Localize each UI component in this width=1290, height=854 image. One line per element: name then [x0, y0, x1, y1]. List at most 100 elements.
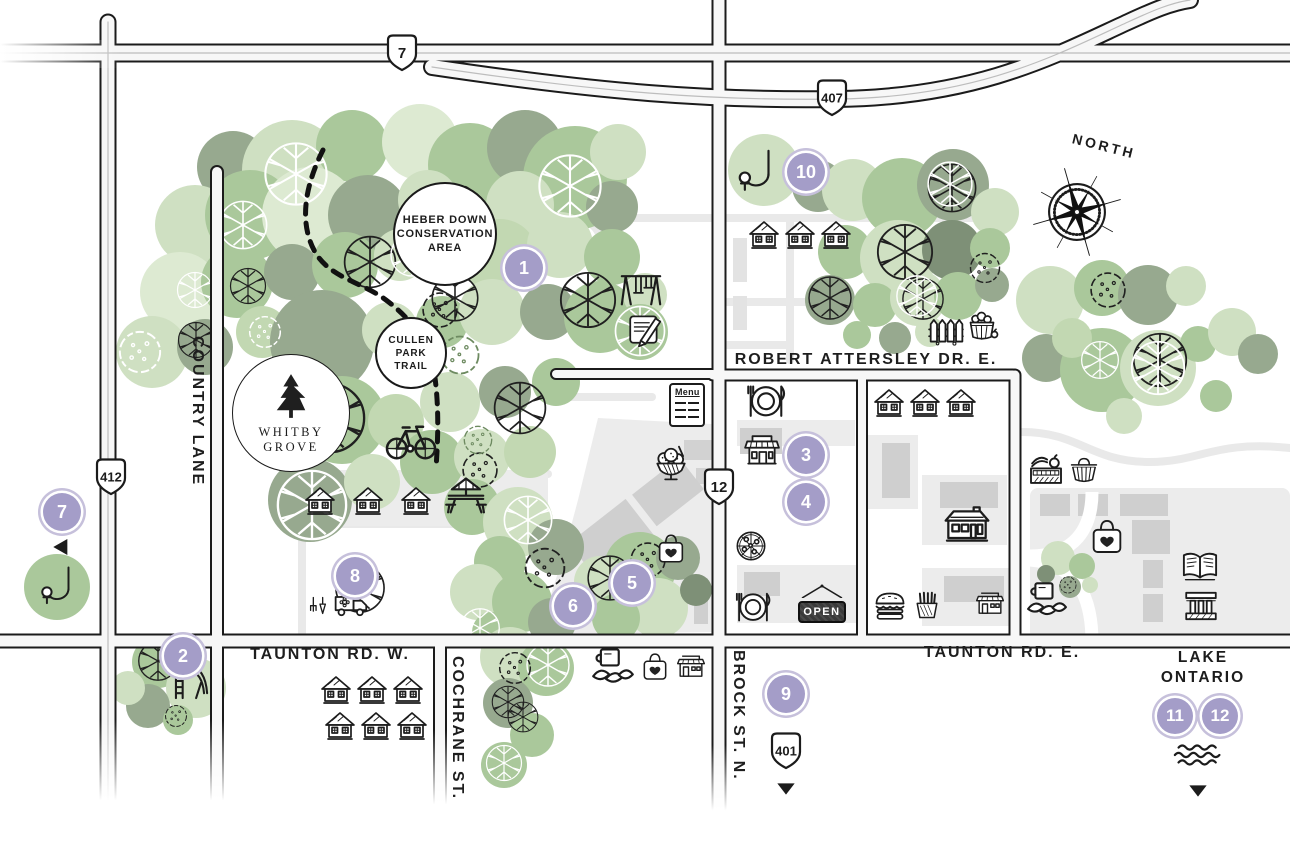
tree-canopy — [879, 322, 911, 354]
fence-icon — [928, 319, 964, 347]
house-icon — [361, 712, 391, 740]
house-icon — [874, 389, 904, 417]
shop-icon — [676, 655, 706, 677]
house-icon — [397, 712, 427, 740]
tree-canopy — [1180, 326, 1216, 362]
svg-text:407: 407 — [821, 90, 843, 105]
road-label-taunton-w: TAUNTON RD. W. — [250, 646, 410, 663]
tree-canopy — [459, 279, 525, 345]
house-icon — [321, 676, 351, 704]
highway-shield-407: 407 — [815, 78, 849, 118]
tree-canopy — [1166, 266, 1206, 306]
compass-rose-icon — [1029, 164, 1125, 260]
shop-icon — [975, 592, 1005, 614]
map-marker-6: 6 — [554, 587, 592, 625]
tree-canopy — [1238, 334, 1278, 374]
road-label-brock: BROCK ST. N. — [730, 650, 747, 781]
arrow-left-icon — [52, 538, 68, 556]
fries-icon — [916, 591, 938, 619]
map-marker-4: 4 — [787, 483, 825, 521]
tree-canopy — [590, 124, 646, 180]
tree-canopy — [510, 713, 554, 757]
tree-canopy — [520, 284, 576, 340]
truck-icon — [334, 596, 368, 617]
map-marker-10: 10 — [787, 153, 825, 191]
house-icon — [393, 676, 423, 704]
tree-canopy — [316, 110, 388, 182]
road-label-robert-attersley: ROBERT ATTERSLEY DR. E. — [734, 351, 998, 368]
arrow-down-icon — [776, 782, 796, 796]
house-icon — [946, 389, 976, 417]
tree-canopy — [450, 564, 506, 620]
tree-canopy — [971, 188, 1019, 236]
trail-dashed-path — [303, 147, 441, 471]
highway-shield-12: 12 — [702, 467, 736, 507]
tree-canopy — [1118, 265, 1178, 325]
tree-canopy — [586, 181, 638, 233]
fruit-stand-icon — [1030, 454, 1062, 484]
svg-text:401: 401 — [775, 743, 797, 758]
map-marker-2: 2 — [164, 637, 202, 675]
whitby-grove-logo: WHITBY GROVE — [232, 354, 350, 472]
tree-canopy — [454, 429, 510, 485]
map-marker-12: 12 — [1202, 698, 1238, 734]
open-sign-icon: OPEN — [798, 584, 846, 623]
tree-canopy — [528, 519, 584, 575]
plate-icon — [747, 385, 786, 417]
pizza-icon — [736, 531, 766, 561]
tree-canopy — [934, 272, 982, 320]
tree-canopy — [504, 426, 556, 478]
pine-tree-icon — [276, 374, 306, 418]
road-label-taunton-e: TAUNTON RD. E. — [923, 644, 1081, 661]
house-icon — [357, 676, 387, 704]
open-sign-text: OPEN — [798, 601, 846, 623]
bank-icon — [1185, 591, 1217, 621]
tree-canopy — [116, 316, 188, 388]
map-marker-8: 8 — [336, 557, 374, 595]
tree-canopy — [922, 220, 982, 280]
bag-heart-icon — [643, 653, 667, 680]
tree-canopy — [1069, 553, 1095, 579]
tree-canopy — [843, 321, 871, 349]
harvest-basket-icon — [969, 311, 999, 341]
logo-name: WHITBY GROVE — [258, 425, 324, 454]
diner-icon — [944, 506, 990, 542]
map-marker-3: 3 — [787, 436, 825, 474]
tree-canopy — [975, 268, 1009, 302]
tree-canopy — [728, 134, 800, 206]
tree-canopy — [1016, 266, 1084, 334]
map-marker-5: 5 — [613, 564, 651, 602]
tree-canopy — [111, 671, 145, 705]
tree-canopy — [584, 229, 640, 285]
cullen-park-label: CULLEN PARK TRAIL — [375, 317, 447, 389]
highway-shield-412: 412 — [94, 457, 128, 497]
waves-icon — [1173, 744, 1221, 766]
arrow-down-icon — [1188, 784, 1208, 798]
tree-canopy — [1082, 577, 1098, 593]
lake-ontario-label: LAKE ONTARIO — [1160, 648, 1246, 686]
tree-canopy — [1052, 318, 1092, 358]
open-sign-strings — [801, 584, 843, 599]
tree-canopy — [264, 244, 320, 300]
menu-sign-text: Menu — [675, 387, 700, 397]
road-label-cochrane: COCHRANE ST. — [449, 656, 466, 801]
burger-icon — [875, 592, 905, 620]
heber-down-label: HEBER DOWN CONSERVATION AREA — [393, 182, 497, 286]
svg-text:12: 12 — [711, 479, 728, 496]
basket-icon — [1070, 457, 1098, 483]
highway-shield-7: 7 — [385, 33, 419, 73]
road-label-country-lane: COUNTRY LANE — [189, 336, 206, 487]
tree-canopy — [680, 574, 712, 606]
tree-canopy — [853, 283, 897, 327]
map-marker-7: 7 — [43, 493, 81, 531]
tree-canopy — [24, 554, 90, 620]
house-icon — [749, 221, 779, 249]
tree-canopy — [1037, 565, 1055, 583]
map-marker-11: 11 — [1157, 698, 1193, 734]
menu-board-icon: Menu — [669, 383, 705, 427]
svg-text:412: 412 — [100, 469, 122, 484]
note-pencil-icon — [629, 315, 662, 347]
house-icon — [910, 389, 940, 417]
